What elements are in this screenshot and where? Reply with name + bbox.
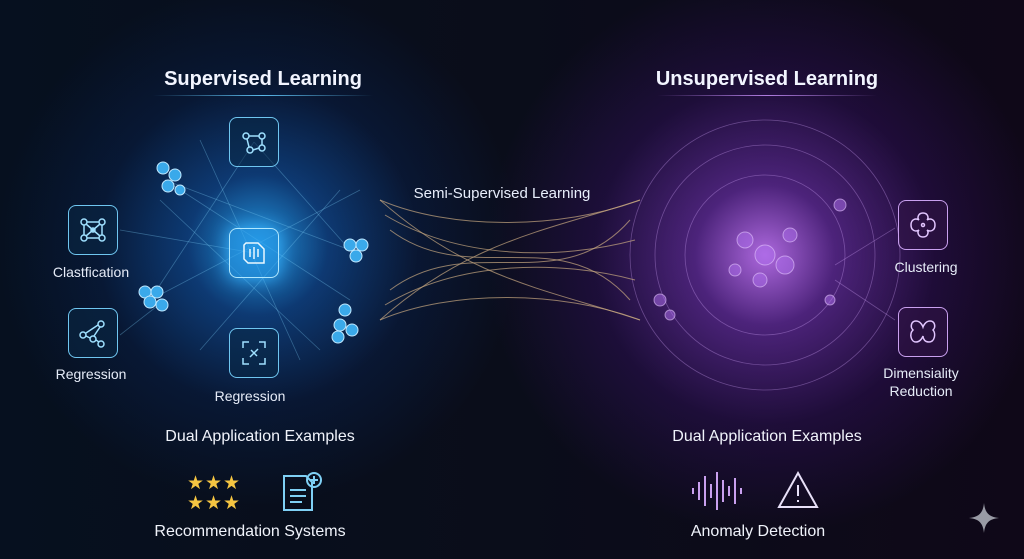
network-icon: [80, 218, 106, 242]
divider: [153, 95, 373, 96]
sup-node-1-box: [68, 205, 118, 255]
unsupervised-title: Unsupervised Learning: [655, 68, 879, 90]
sup-examples-title: Dual Application Examples: [165, 428, 355, 445]
unsup-example-label: Anomaly Detection: [690, 523, 826, 540]
warning-icon: [777, 470, 819, 508]
sup-node-1-label: Clastfication: [52, 264, 130, 280]
knot-icon: [910, 320, 936, 343]
unsup-node-2-label: Dimensiality Reduction: [883, 365, 959, 399]
sup-node-2-label: Regression: [55, 366, 127, 382]
supervised-title: Supervised Learning: [164, 68, 362, 90]
unsup-node-1-label: Clustering: [894, 259, 958, 275]
stars-icon: ★★★★★★: [186, 473, 242, 514]
unsup-node-1-box: [898, 200, 948, 250]
focus-frame-icon: [229, 328, 279, 378]
semi-supervised-title: Semi-Supervised Learning: [413, 185, 591, 202]
unsup-examples-title: Dual Application Examples: [672, 428, 862, 445]
graph-icon: [79, 320, 105, 348]
sup-example-label: Recommendation Systems: [154, 523, 346, 540]
sup-node-3-label: Regression: [214, 388, 286, 404]
divider: [657, 95, 877, 96]
cluster-icon: [910, 212, 936, 238]
chip-brain-icon: [229, 228, 279, 278]
unsup-node-2-box: [898, 307, 948, 357]
sparkle-icon: [969, 503, 999, 533]
graph-nodes-icon: [229, 117, 279, 167]
document-add-icon: [283, 472, 322, 511]
sup-node-2-box: [68, 308, 118, 358]
semi-supervised-mesh: [379, 199, 641, 321]
waveform-icon: [692, 472, 742, 510]
